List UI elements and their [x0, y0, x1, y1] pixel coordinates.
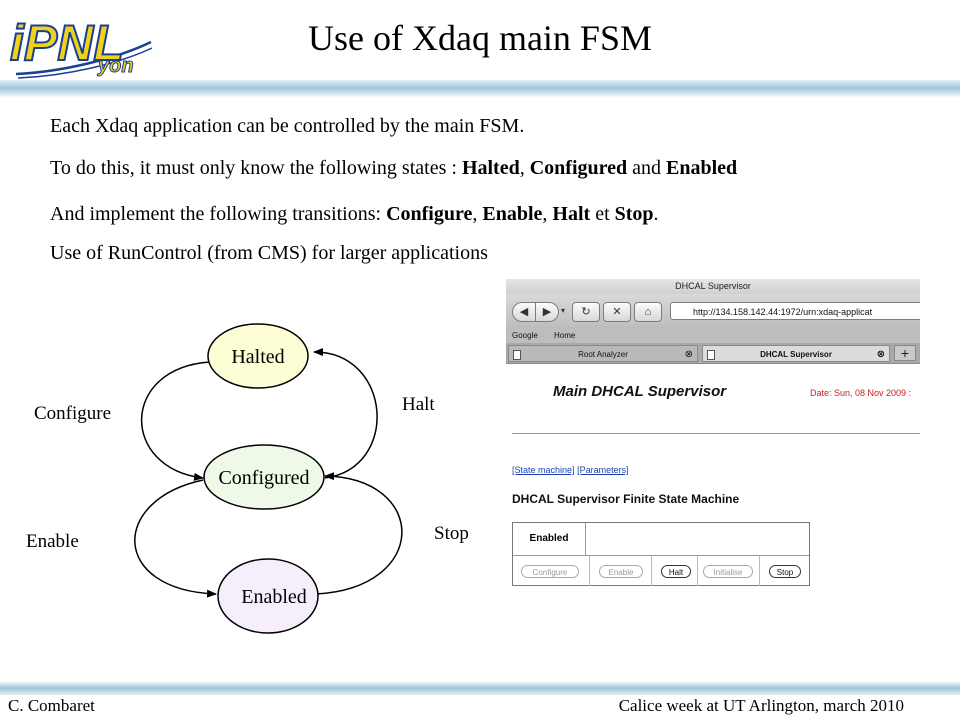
- page-icon: [513, 350, 521, 360]
- window-title: DHCAL Supervisor: [506, 279, 920, 294]
- transition-arrow-halt: [313, 348, 378, 479]
- line3-prefix: And implement the following transitions:: [50, 203, 387, 225]
- tab-label: Root Analyzer: [578, 350, 628, 359]
- line2-prefix: To do this, it must only know the follow…: [50, 157, 462, 179]
- svg-text:yon: yon: [97, 55, 134, 77]
- transition-label-halt: Halt: [402, 394, 435, 415]
- transition-arrow-configure: [140, 361, 211, 481]
- state-enabled: [217, 558, 319, 634]
- halt-button[interactable]: Halt: [661, 565, 691, 578]
- plus-icon: +: [900, 345, 910, 361]
- footer-event: Calice week at UT Arlington, march 2010: [618, 696, 904, 715]
- cell-divider: [589, 556, 590, 586]
- transition-name-halt: Halt: [552, 203, 591, 225]
- transition-label-stop: Stop: [434, 523, 469, 544]
- chevron-down-icon: ▾: [560, 306, 565, 315]
- current-state-cell: Enabled: [513, 523, 586, 555]
- transition-arrow-stop: [315, 472, 403, 595]
- svg-text:iPNL: iPNL: [10, 15, 124, 71]
- nav-links: [State machine] [Parameters]: [512, 465, 629, 475]
- transition-label-enable: Enable: [26, 531, 79, 552]
- comma: ,: [519, 157, 530, 179]
- history-dropdown-button[interactable]: ▾: [558, 302, 568, 320]
- browser-toolbar: ◀ ▶ ▾ ↻ ✕ ⌂ http://134.158.142.44:1972/u…: [506, 294, 920, 328]
- date-text: Date: Sun, 08 Nov 2009 :: [810, 388, 912, 398]
- forward-button[interactable]: ▶: [535, 302, 559, 322]
- transition-label-configure: Configure: [34, 403, 112, 424]
- tab-strip: Root Analyzer ⊗ DHCAL Supervisor ⊗ +: [506, 343, 920, 364]
- back-button[interactable]: ◀: [512, 302, 536, 322]
- bookmarks-bar: Google Home: [506, 328, 920, 343]
- state-enabled-label: Enabled: [241, 586, 307, 608]
- tab-root-analyzer[interactable]: Root Analyzer ⊗: [508, 345, 698, 362]
- text-line-4: Use of RunControl (from CMS) for larger …: [50, 242, 488, 264]
- configure-button[interactable]: Configure: [521, 565, 579, 578]
- slide-title: Use of Xdaq main FSM: [308, 18, 652, 58]
- stop-loading-button[interactable]: ✕: [603, 302, 631, 322]
- comma: ,: [472, 203, 483, 225]
- state-name-enabled: Enabled: [666, 157, 738, 179]
- text-line-3: And implement the following transitions:…: [50, 201, 659, 227]
- line2-and: and: [627, 157, 667, 179]
- cell-divider: [697, 556, 698, 586]
- state-name-configured: Configured: [529, 157, 628, 179]
- row-divider: [513, 555, 809, 556]
- line3-et: et: [590, 203, 615, 225]
- fsm-diagram: Halted Configured Enabled: [134, 323, 403, 634]
- close-tab-icon[interactable]: ⊗: [876, 349, 885, 360]
- enable-button[interactable]: Enable: [599, 565, 643, 578]
- state-halted: [207, 323, 309, 389]
- footer-band: [0, 681, 960, 695]
- initialise-button[interactable]: Initialise: [703, 565, 753, 578]
- link-state-machine[interactable]: [State machine]: [512, 465, 575, 475]
- address-bar[interactable]: http://134.158.142.44:1972/urn:xdaq-appl…: [670, 302, 920, 320]
- state-configured-label: Configured: [218, 467, 309, 489]
- stop-button[interactable]: Stop: [769, 565, 801, 578]
- transition-arrow-enable: [134, 479, 217, 598]
- reload-button[interactable]: ↻: [572, 302, 600, 322]
- transition-name-stop: Stop: [614, 203, 654, 225]
- footer-author: C. Combaret: [8, 696, 95, 715]
- header-band: [0, 80, 960, 98]
- cell-divider: [651, 556, 652, 586]
- browser-window: DHCAL Supervisor ◀ ▶ ▾ ↻ ✕ ⌂ http://134.…: [506, 279, 920, 595]
- tab-label: DHCAL Supervisor: [760, 350, 832, 359]
- reload-icon: ↻: [581, 306, 591, 318]
- state-name-halted: Halted: [461, 157, 520, 179]
- text-line-2: To do this, it must only know the follow…: [50, 155, 737, 181]
- comma: ,: [542, 203, 553, 225]
- close-icon: ✕: [612, 306, 622, 318]
- text-line-1: Each Xdaq application can be controlled …: [50, 115, 525, 137]
- divider: [512, 433, 920, 434]
- home-icon: ⌂: [644, 306, 652, 318]
- bookmark-home[interactable]: Home: [554, 331, 576, 340]
- cell-divider: [759, 556, 760, 586]
- tab-dhcal-supervisor[interactable]: DHCAL Supervisor ⊗: [702, 345, 890, 362]
- page-heading: Main DHCAL Supervisor: [553, 383, 727, 400]
- fsm-control-table: Enabled Configure Enable Halt Initialise…: [512, 522, 810, 586]
- link-parameters[interactable]: [Parameters]: [577, 465, 629, 475]
- bookmark-google[interactable]: Google: [512, 331, 538, 340]
- transition-name-enable: Enable: [482, 203, 543, 225]
- state-configured: [203, 444, 325, 510]
- period: .: [653, 203, 659, 225]
- page-icon: [707, 350, 715, 360]
- arrow-left-icon: ◀: [519, 306, 529, 318]
- state-halted-label: Halted: [231, 346, 284, 368]
- fsm-section-heading: DHCAL Supervisor Finite State Machine: [512, 492, 740, 506]
- arrow-right-icon: ▶: [542, 306, 552, 318]
- ipnl-logo: iPNL yon: [9, 14, 153, 79]
- close-tab-icon[interactable]: ⊗: [684, 349, 693, 360]
- home-button[interactable]: ⌂: [634, 302, 662, 322]
- transition-name-configure: Configure: [386, 203, 473, 225]
- new-tab-button[interactable]: +: [894, 345, 916, 361]
